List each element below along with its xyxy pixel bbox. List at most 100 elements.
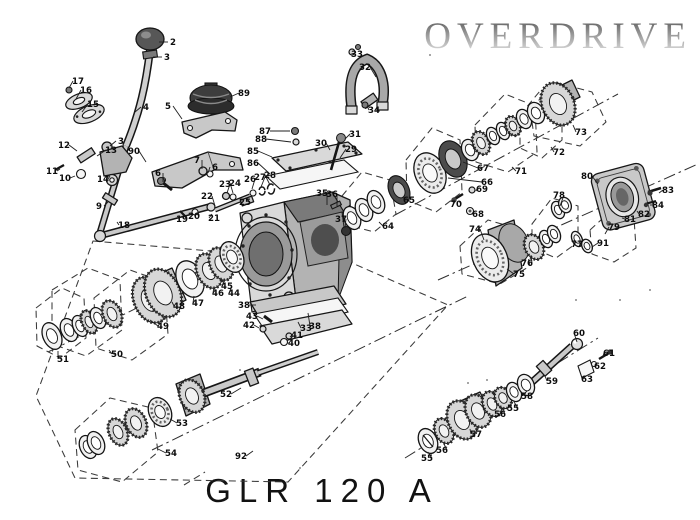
part-label-56: 56 [436, 446, 448, 456]
leader-line [108, 349, 113, 355]
dowel-pin [329, 200, 343, 210]
leader-line [169, 418, 178, 424]
part-label-3: 3 [118, 137, 124, 147]
sump-plate [259, 309, 353, 345]
leader-line [103, 201, 109, 207]
leader-line [572, 124, 577, 133]
part-label-66: 66 [481, 178, 493, 188]
part-label-31: 31 [349, 130, 361, 140]
ring-part [123, 407, 149, 439]
part-label-78: 78 [553, 191, 565, 201]
spacer-25 [239, 195, 255, 207]
leader-line [109, 140, 117, 147]
leader-line [604, 226, 610, 235]
leader-line [157, 448, 167, 454]
leader-line [264, 174, 271, 186]
snap-ring-27 [258, 186, 266, 196]
leader-line [75, 89, 82, 100]
part-label-61: 61 [603, 349, 615, 359]
part-label-41: 41 [291, 331, 303, 341]
ring-part [147, 396, 173, 428]
part-label-87: 87 [259, 127, 271, 137]
leader-line [369, 66, 377, 78]
leader-line [447, 177, 483, 183]
cotter-pin [54, 163, 65, 172]
leader-line [550, 146, 555, 153]
part-label-88: 88 [255, 135, 267, 145]
part-label-60: 60 [573, 329, 585, 339]
leader-line [636, 210, 640, 215]
part-label-23: 23 [219, 180, 231, 190]
part-label-74: 74 [469, 225, 481, 235]
pin-19 [179, 210, 187, 218]
part-label-55: 55 [421, 454, 433, 464]
ring-part [142, 267, 184, 319]
leader-line [207, 166, 211, 174]
part-label-5: 5 [165, 102, 171, 112]
ring-part [219, 241, 245, 273]
detail-marks [239, 54, 651, 469]
part-label-32: 32 [359, 63, 371, 73]
ring-part [539, 81, 577, 127]
part-label-58: 58 [521, 392, 533, 402]
leader-line [458, 200, 462, 205]
ring-part [100, 299, 124, 329]
leader-line [297, 321, 302, 329]
leader-line [171, 301, 175, 307]
part-label-89: 89 [238, 89, 250, 99]
gear-knob [135, 27, 165, 51]
leader-line [513, 401, 519, 409]
fork-pin [348, 48, 356, 56]
part-label-37: 37 [335, 215, 347, 225]
part-label-4: 4 [143, 103, 149, 113]
leader-line [511, 166, 517, 172]
part-label-72: 72 [553, 148, 565, 158]
leader-line [253, 324, 260, 329]
leader-line [257, 150, 273, 158]
part-label-34: 34 [368, 106, 380, 116]
part-label-38: 38 [309, 322, 321, 332]
part-label-36: 36 [326, 190, 338, 200]
leader-line [344, 133, 351, 140]
part-label-13: 13 [105, 146, 117, 156]
upper-bracket [181, 111, 238, 139]
ring-part [470, 233, 510, 283]
part-label-47: 47 [192, 299, 204, 309]
leader-line [69, 175, 76, 179]
leader-line [192, 295, 195, 304]
top-cover-assembly [264, 126, 363, 190]
part-label-43: 43 [246, 312, 258, 322]
washer-24 [229, 193, 237, 201]
part-label-84: 84 [652, 201, 664, 211]
leader-line [475, 188, 478, 192]
rubber-boot [187, 82, 235, 115]
part-label-46: 46 [212, 289, 224, 299]
part-label-40: 40 [288, 339, 300, 349]
leader-line [211, 195, 216, 207]
leader-line [307, 312, 311, 327]
part-label-49: 49 [157, 322, 169, 332]
ring-part [177, 378, 207, 414]
leader-line [479, 228, 485, 241]
ring-part [366, 189, 386, 215]
part-label-67: 67 [477, 164, 489, 174]
part-label-2: 2 [170, 38, 176, 48]
leader-line [501, 407, 506, 415]
part-label-27: 27 [254, 173, 266, 183]
part-label-19: 19 [176, 215, 188, 225]
part-label-62: 62 [594, 362, 606, 372]
leader-line [195, 212, 200, 217]
leader-line [443, 443, 448, 451]
leader-line [471, 212, 474, 215]
leader-line [229, 92, 240, 98]
part-label-9: 9 [96, 202, 102, 212]
part-label-12: 12 [58, 141, 70, 151]
leader-line [107, 175, 111, 180]
lock-washer [590, 360, 598, 368]
ring-part [580, 238, 594, 254]
cover-washer [292, 138, 300, 146]
part-label-77: 77 [571, 240, 583, 250]
bolt-70 [454, 192, 464, 201]
part-label-50: 50 [111, 350, 123, 360]
washer-26 [249, 189, 257, 197]
